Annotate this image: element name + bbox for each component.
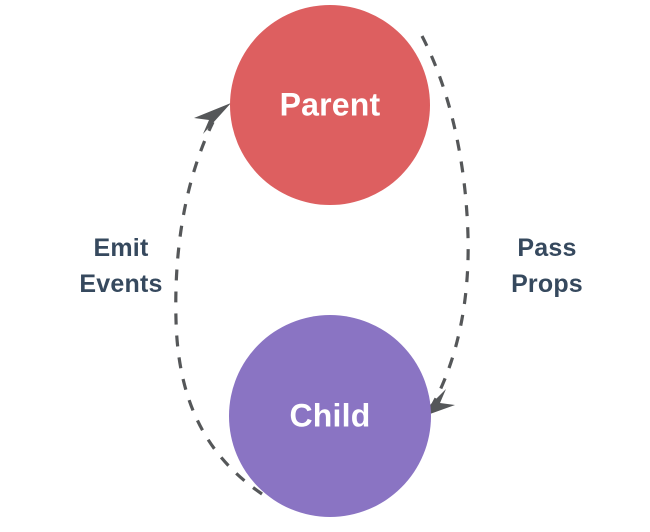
- child-circle: [229, 315, 431, 517]
- pass-props-path: [420, 35, 470, 407]
- emit-events-path: [174, 121, 263, 496]
- parent-label: Parent: [280, 86, 381, 122]
- pass-props-label: Pass Props: [511, 234, 583, 298]
- emit-events-label: Emit Events: [79, 234, 162, 298]
- node-child[interactable]: Child: [229, 315, 431, 517]
- pass-props-label-line1: Pass: [517, 234, 576, 262]
- emit-events-label-line2: Events: [79, 270, 162, 298]
- node-parent[interactable]: Parent: [230, 5, 430, 205]
- emit-events-arrowhead-icon: [194, 103, 231, 134]
- pass-props-label-line2: Props: [511, 270, 583, 298]
- edge-emit-events[interactable]: [174, 103, 263, 496]
- parent-circle: [230, 5, 430, 205]
- child-label: Child: [290, 397, 371, 433]
- emit-events-label-line1: Emit: [94, 234, 149, 262]
